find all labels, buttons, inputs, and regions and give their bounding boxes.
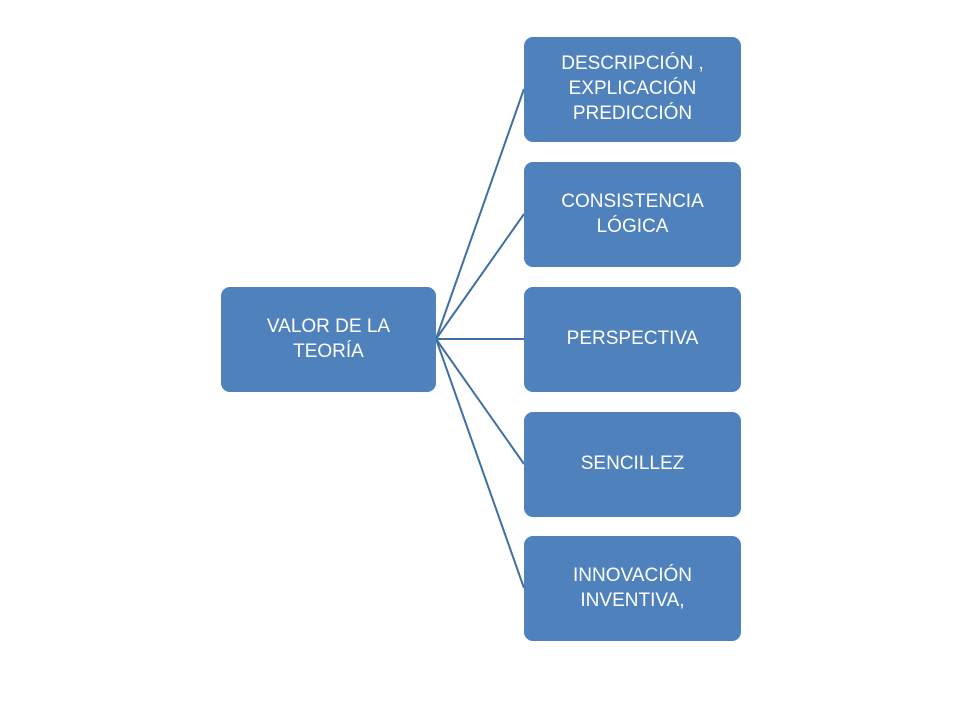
child-node-sencillez: SENCILLEZ (524, 412, 741, 517)
connector-consistencia (435, 213, 525, 340)
child-node-consistencia-logica: CONSISTENCIA LÓGICA (524, 162, 741, 267)
root-node-valor-de-la-teoria: VALOR DE LA TEORÍA (221, 287, 436, 392)
child-node-perspectiva: PERSPECTIVA (524, 287, 741, 392)
connector-descripcion (435, 88, 525, 340)
child-node-innovacion-inventiva: INNOVACIÓN INVENTIVA, (524, 536, 741, 641)
connector-innovacion (435, 338, 525, 589)
connector-sencillez (435, 338, 525, 465)
child-node-descripcion-explicacion-prediccion: DESCRIPCIÓN , EXPLICACIÓN PREDICCIÓN (524, 37, 741, 142)
